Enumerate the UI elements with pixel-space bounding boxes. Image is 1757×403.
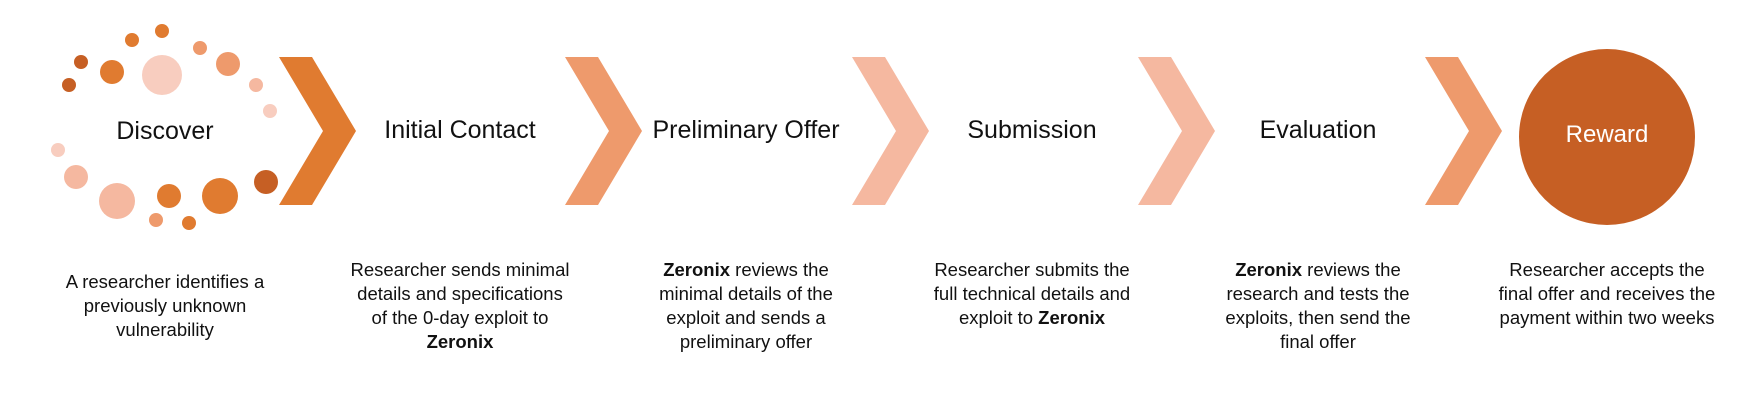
stage-description-evaluation: Zeronix reviews the research and tests t… — [1208, 258, 1428, 354]
description-text: Researcher submits the full technical de… — [933, 259, 1131, 328]
bubble — [182, 216, 196, 230]
stage-title-preliminary-offer: Preliminary Offer — [652, 116, 840, 144]
bubble — [155, 24, 169, 38]
chevron-arrow-icon — [279, 57, 356, 205]
company-name: Zeronix — [1235, 259, 1303, 280]
chevron-arrow-icon — [852, 57, 929, 205]
description-text: Researcher accepts the final offer and r… — [1498, 259, 1716, 328]
company-name: Zeronix — [426, 331, 494, 352]
bubble — [157, 184, 181, 208]
bubble — [51, 143, 65, 157]
description-text: Researcher sends minimal details and spe… — [350, 259, 570, 328]
chevron-arrow-icon — [1138, 57, 1215, 205]
bubble — [149, 213, 163, 227]
bubble — [74, 55, 88, 69]
stage-description-reward: Researcher accepts the final offer and r… — [1497, 258, 1717, 330]
company-name: Zeronix — [663, 259, 731, 280]
stage-title-initial-contact: Initial Contact — [384, 116, 536, 144]
bubble — [142, 55, 182, 95]
stage-description-discover: A researcher identifies a previously unk… — [55, 270, 275, 342]
bubble — [249, 78, 263, 92]
bubble — [64, 165, 88, 189]
bubble — [193, 41, 207, 55]
description-text: reviews the minimal details of the explo… — [659, 259, 833, 352]
stage-title-reward: Reward — [1565, 121, 1649, 148]
stage-title-discover: Discover — [116, 117, 214, 145]
bubble — [263, 104, 277, 118]
stage-description-submission: Researcher submits the full technical de… — [922, 258, 1142, 330]
chevron-arrow-icon — [565, 57, 642, 205]
bubble — [125, 33, 139, 47]
bubble — [99, 183, 135, 219]
description-text: A researcher identifies a previously unk… — [65, 271, 265, 340]
stage-title-submission: Submission — [967, 116, 1097, 144]
chevron-arrow-icon — [1425, 57, 1502, 205]
stage-description-preliminary-offer: Zeronix reviews the minimal details of t… — [636, 258, 856, 354]
stage-title-evaluation: Evaluation — [1259, 116, 1377, 144]
stage-description-initial-contact: Researcher sends minimal details and spe… — [350, 258, 570, 354]
description-text: reviews the research and tests the explo… — [1225, 259, 1411, 352]
bubble — [100, 60, 124, 84]
company-name: Zeronix — [1038, 307, 1105, 328]
bubble — [202, 178, 238, 214]
bubble — [216, 52, 240, 76]
discover-bubbles-icon — [51, 24, 278, 230]
bubble — [254, 170, 278, 194]
bubble — [62, 78, 76, 92]
reward-circle — [1519, 49, 1695, 225]
